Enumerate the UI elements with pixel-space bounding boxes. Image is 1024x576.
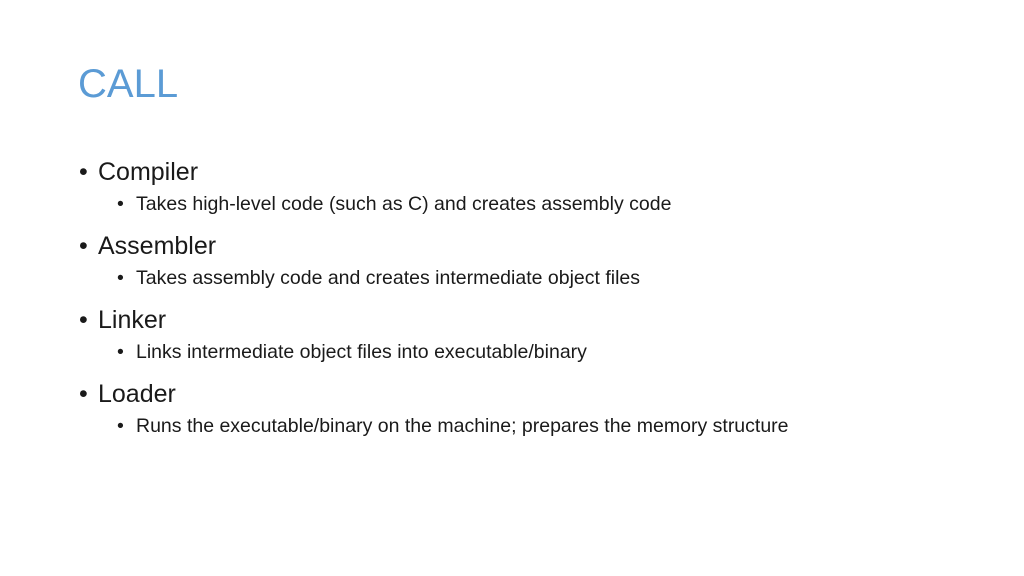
bullet-icon: • bbox=[117, 267, 124, 289]
bullet-label: Compiler bbox=[98, 158, 199, 186]
bullet-level2: • Runs the executable/binary on the mach… bbox=[116, 411, 978, 441]
bullet-icon: • bbox=[79, 232, 88, 260]
bullet-label: Assembler bbox=[98, 232, 217, 260]
bullet-level2: • Links intermediate object files into e… bbox=[116, 337, 978, 367]
bullet-level1: • Linker bbox=[78, 303, 978, 337]
bullet-text: Links intermediate object files into exe… bbox=[136, 341, 587, 363]
slide-title: CALL bbox=[78, 62, 179, 106]
bullet-icon: • bbox=[79, 158, 88, 186]
list-item-assembler: • Assembler • Takes assembly code and cr… bbox=[78, 229, 978, 293]
bullet-text: Takes assembly code and creates intermed… bbox=[136, 267, 641, 289]
bullet-level1: • Assembler bbox=[78, 229, 978, 263]
list-item-compiler: • Compiler • Takes high-level code (such… bbox=[78, 155, 978, 219]
list-item-linker: • Linker • Links intermediate object fil… bbox=[78, 303, 978, 367]
bullet-icon: • bbox=[117, 415, 124, 437]
bullet-icon: • bbox=[117, 193, 124, 215]
bullet-icon: • bbox=[117, 341, 124, 363]
bullet-text: Takes high-level code (such as C) and cr… bbox=[136, 193, 672, 215]
bullet-level1: • Compiler bbox=[78, 155, 978, 189]
bullet-list: • Compiler • Takes high-level code (such… bbox=[78, 155, 978, 451]
bullet-label: Loader bbox=[98, 380, 176, 408]
list-item-loader: • Loader • Runs the executable/binary on… bbox=[78, 377, 978, 441]
bullet-icon: • bbox=[79, 306, 88, 334]
bullet-text: Runs the executable/binary on the machin… bbox=[136, 415, 789, 437]
bullet-level2: • Takes assembly code and creates interm… bbox=[116, 263, 978, 293]
bullet-icon: • bbox=[79, 380, 88, 408]
bullet-label: Linker bbox=[98, 306, 167, 334]
bullet-level1: • Loader bbox=[78, 377, 978, 411]
bullet-level2: • Takes high-level code (such as C) and … bbox=[116, 189, 978, 219]
